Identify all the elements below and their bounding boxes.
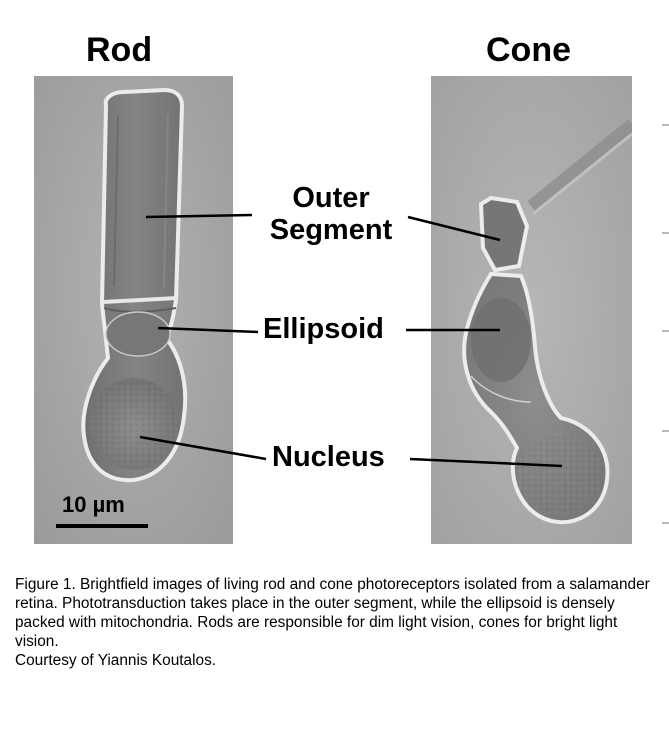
- nucleus-label: Nucleus: [272, 441, 385, 473]
- cone-outer-segment: [478, 195, 530, 273]
- edge-tick-mark: [662, 124, 669, 126]
- ellipsoid-label: Ellipsoid: [263, 313, 384, 345]
- cone-micrograph: [431, 76, 632, 544]
- edge-tick-mark: [662, 232, 669, 234]
- scale-bar-value: 10: [62, 492, 87, 517]
- rod-panel-title: Rod: [86, 31, 153, 69]
- outer-segment-label-line1: Outer: [292, 182, 370, 214]
- outer-segment-label-line2: Segment: [269, 214, 393, 247]
- rod-micrograph: [34, 76, 233, 544]
- edge-tick-mark: [662, 522, 669, 524]
- rod-cell-membrane: [81, 87, 188, 483]
- caption-text: Figure 1. Brightfield images of living r…: [15, 576, 650, 650]
- scale-bar-label: 10 µm: [62, 492, 125, 518]
- edge-tick-mark: [662, 330, 669, 332]
- edge-tick-mark: [662, 430, 669, 432]
- caption-credit: Courtesy of Yiannis Koutalos.: [15, 652, 217, 669]
- outer-segment-label: Outer Segment: [257, 182, 405, 247]
- figure-caption: Figure 1. Brightfield images of living r…: [15, 575, 655, 670]
- scale-bar-unit: µm: [92, 492, 125, 517]
- cone-panel-title: Cone: [486, 31, 571, 69]
- scale-bar: [56, 524, 148, 528]
